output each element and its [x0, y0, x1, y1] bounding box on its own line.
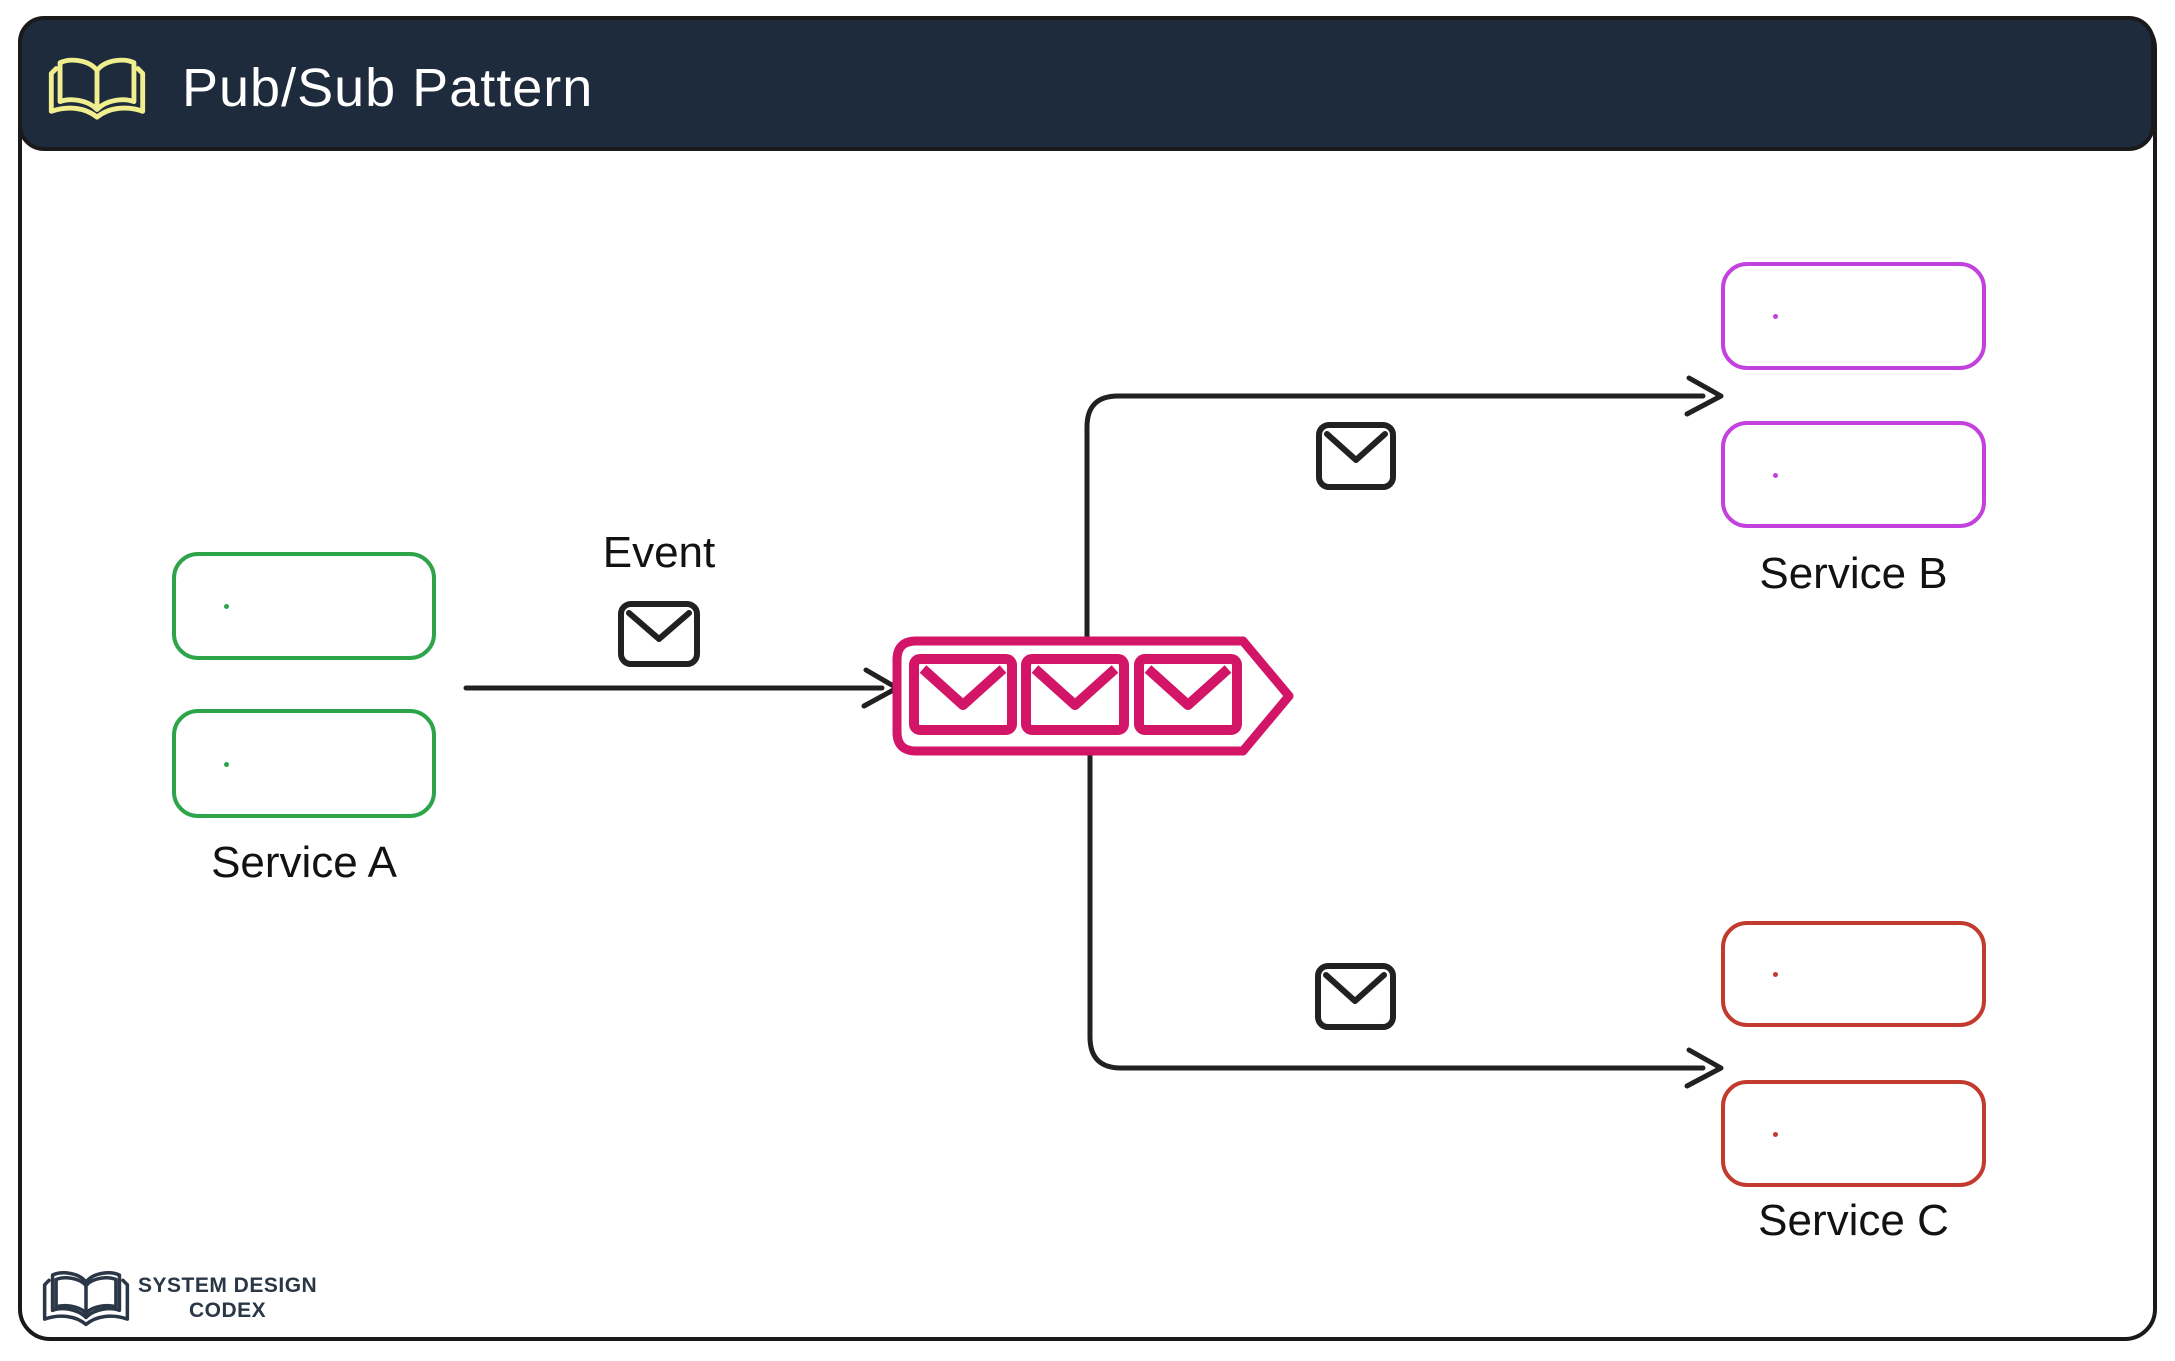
publish-arrow	[463, 667, 900, 709]
message-queue-icon	[892, 636, 1294, 756]
queue-envelope-icon	[1134, 654, 1242, 735]
service-a-instance-1	[172, 552, 436, 660]
page-title: Pub/Sub Pattern	[182, 57, 594, 118]
queue-branch-top-arrow	[1084, 375, 1724, 643]
event-label: Event	[602, 528, 716, 577]
queue-branch-bottom-arrow	[1087, 748, 1724, 1089]
event-envelope-icon	[618, 601, 700, 667]
instance-dot	[1773, 1131, 1778, 1137]
brand-book-icon	[42, 1271, 130, 1327]
brand-line2: CODEX	[189, 1299, 267, 1322]
service-a-label: Service A	[211, 838, 397, 887]
envelope-icon-bottom-branch	[1315, 963, 1396, 1030]
service-c-instance-1	[1721, 921, 1986, 1027]
open-book-icon	[48, 57, 146, 120]
instance-dot	[1773, 972, 1778, 977]
service-a-instance-2	[172, 709, 436, 818]
instance-dot	[1773, 314, 1778, 319]
envelope-icon-top-branch	[1316, 422, 1396, 490]
queue-envelope-icon	[909, 654, 1017, 735]
service-c-instance-2	[1721, 1080, 1986, 1187]
queue-envelope-icon	[1021, 654, 1129, 735]
instance-dot	[1773, 472, 1778, 478]
service-b-label: Service B	[1759, 549, 1948, 598]
service-c-label: Service C	[1758, 1196, 1949, 1245]
brand-line1: SYSTEM DESIGN	[138, 1273, 318, 1297]
brand-logo: SYSTEM DESIGN CODEX	[42, 1266, 317, 1330]
instance-dot	[224, 761, 229, 767]
header-bar: Pub/Sub Pattern	[18, 16, 2155, 151]
brand-name: SYSTEM DESIGN CODEX	[138, 1273, 317, 1323]
instance-dot	[224, 604, 229, 609]
service-b-instance-1	[1721, 262, 1986, 370]
service-b-instance-2	[1721, 421, 1986, 528]
